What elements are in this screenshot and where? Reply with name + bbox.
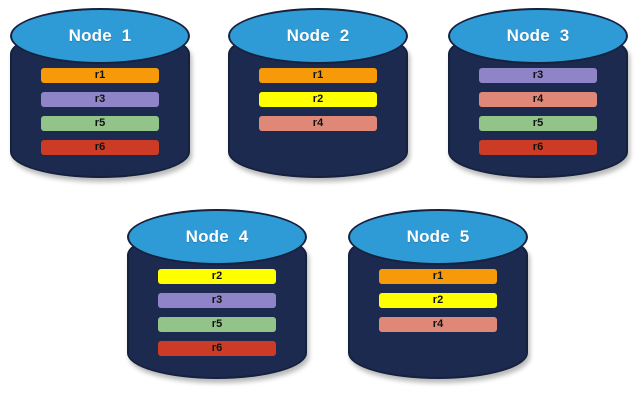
shard-bar[interactable]: r1: [41, 68, 159, 83]
shard-label: r5: [532, 117, 544, 129]
shard-label: r4: [432, 318, 444, 330]
node-cylinder-4[interactable]: Node 4 r2 r3 r5 r6: [127, 207, 307, 387]
node-top-disc: Node 4: [127, 209, 307, 265]
shard-label: r3: [532, 69, 544, 81]
shard-bar[interactable]: r6: [479, 140, 597, 155]
shard-bar[interactable]: r2: [158, 269, 276, 284]
shard-label: r3: [94, 93, 106, 105]
shard-bar[interactable]: r5: [158, 317, 276, 332]
node-title: Node 1: [68, 26, 132, 45]
shard-label: r4: [312, 117, 324, 129]
shard-label: r6: [532, 141, 544, 153]
node-cylinder-5[interactable]: Node 5 r1 r2 r4: [348, 207, 528, 387]
shard-bar[interactable]: r5: [479, 116, 597, 131]
shard-bar[interactable]: r3: [158, 293, 276, 308]
shard-bar[interactable]: r6: [158, 341, 276, 356]
node-top-disc: Node 2: [228, 8, 408, 64]
shard-label: r1: [432, 270, 444, 282]
shard-bar[interactable]: r4: [379, 317, 497, 332]
node-top-disc: Node 1: [10, 8, 190, 64]
shard-label: r2: [211, 270, 223, 282]
node-title: Node 5: [406, 227, 470, 246]
shard-label: r6: [94, 141, 106, 153]
node-cylinder-2[interactable]: Node 2 r1 r2 r4: [228, 6, 408, 186]
shard-bar[interactable]: r3: [479, 68, 597, 83]
node-title: Node 4: [185, 227, 249, 246]
shard-list: r3 r4 r5 r6: [448, 62, 628, 155]
shard-label: r2: [312, 93, 324, 105]
shard-label: r4: [532, 93, 544, 105]
node-top-disc: Node 5: [348, 209, 528, 265]
shard-bar[interactable]: r6: [41, 140, 159, 155]
node-cylinder-3[interactable]: Node 3 r3 r4 r5 r6: [448, 6, 628, 186]
shard-list: r1 r3 r5 r6: [10, 62, 190, 155]
shard-bar[interactable]: r2: [259, 92, 377, 107]
shard-label: r3: [211, 294, 223, 306]
shard-bar[interactable]: r1: [379, 269, 497, 284]
shard-label: r5: [94, 117, 106, 129]
node-title: Node 3: [506, 26, 570, 45]
shard-label: r2: [432, 294, 444, 306]
shard-label: r1: [312, 69, 324, 81]
shard-label: r6: [211, 342, 223, 354]
shard-bar[interactable]: r1: [259, 68, 377, 83]
node-title: Node 2: [286, 26, 350, 45]
node-top-disc: Node 3: [448, 8, 628, 64]
shard-bar[interactable]: r4: [259, 116, 377, 131]
node-cylinder-1[interactable]: Node 1 r1 r3 r5 r6: [10, 6, 190, 186]
shard-bar[interactable]: r3: [41, 92, 159, 107]
shard-label: r1: [94, 69, 106, 81]
shard-list: r1 r2 r4: [228, 62, 408, 131]
shard-bar[interactable]: r2: [379, 293, 497, 308]
shard-list: r1 r2 r4: [348, 263, 528, 332]
shard-bar[interactable]: r5: [41, 116, 159, 131]
shard-bar[interactable]: r4: [479, 92, 597, 107]
shard-label: r5: [211, 318, 223, 330]
shard-list: r2 r3 r5 r6: [127, 263, 307, 356]
